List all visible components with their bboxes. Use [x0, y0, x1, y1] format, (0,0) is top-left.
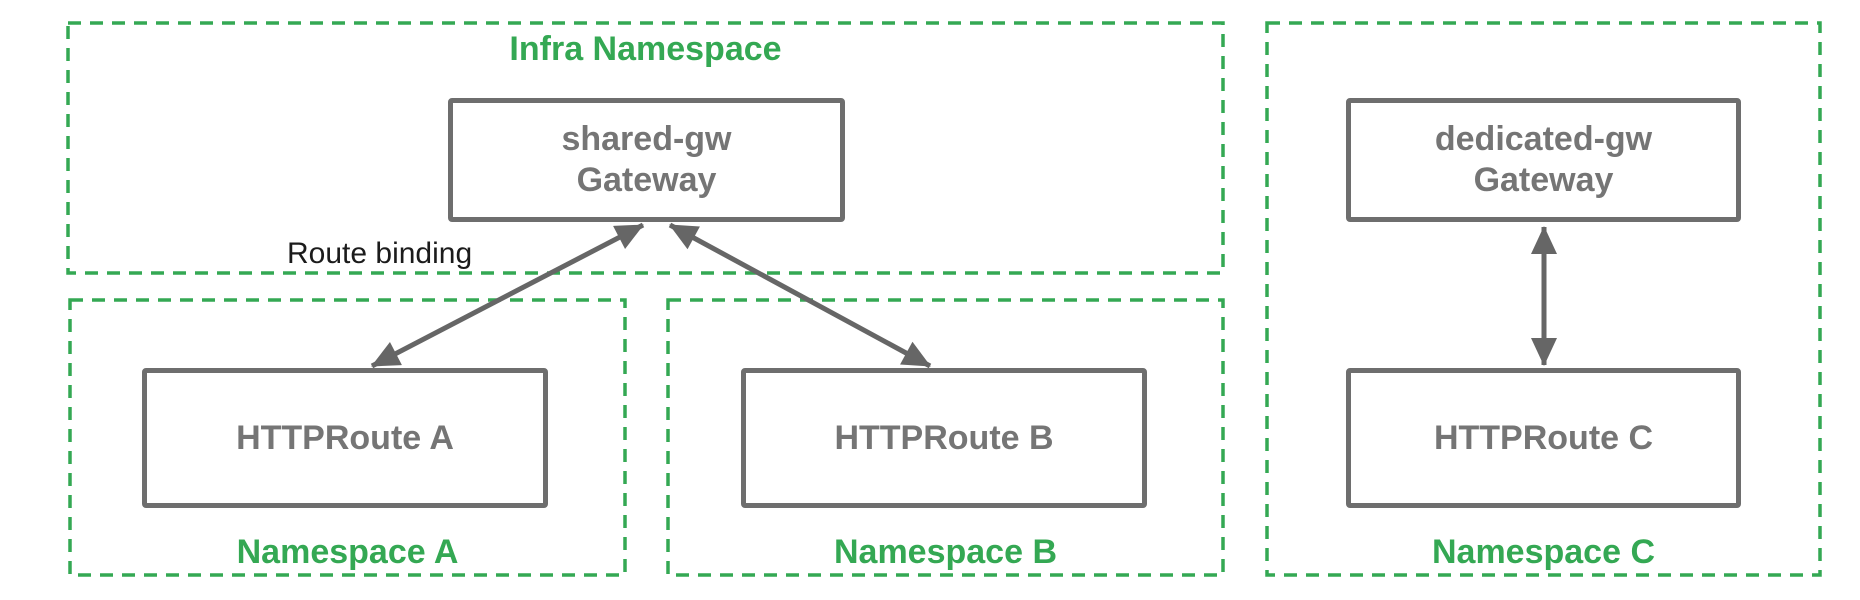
- shared-gw-gateway-kind: Gateway: [576, 161, 717, 199]
- namespace-b-label: Namespace B: [833, 533, 1057, 571]
- httproute-b-label: HTTPRoute B: [834, 418, 1054, 457]
- dedicated-gw-gateway-name: dedicated-gw: [1434, 120, 1653, 158]
- httproute-c-box: HTTPRoute C: [1346, 368, 1741, 508]
- namespace-a-label: Namespace A: [236, 533, 459, 571]
- httproute-c-label: HTTPRoute C: [1433, 418, 1654, 457]
- dedicated-gw-gateway-box: dedicated-gw Gateway: [1346, 98, 1741, 222]
- edge-httproute-b-to-shared-gw: [668, 222, 932, 369]
- infra-namespace-label: Infra Namespace: [509, 30, 782, 68]
- namespace-c-label: Namespace C: [1431, 533, 1655, 571]
- shared-gw-gateway-name: shared-gw: [561, 120, 732, 158]
- httproute-a-box: HTTPRoute A: [142, 368, 548, 508]
- httproute-a-label: HTTPRoute A: [236, 418, 454, 457]
- httproute-b-box: HTTPRoute B: [741, 368, 1147, 508]
- shared-gw-gateway-box: shared-gw Gateway: [448, 98, 845, 222]
- route-binding-annotation: Route binding: [287, 237, 473, 270]
- dedicated-gw-gateway-kind: Gateway: [1473, 161, 1614, 199]
